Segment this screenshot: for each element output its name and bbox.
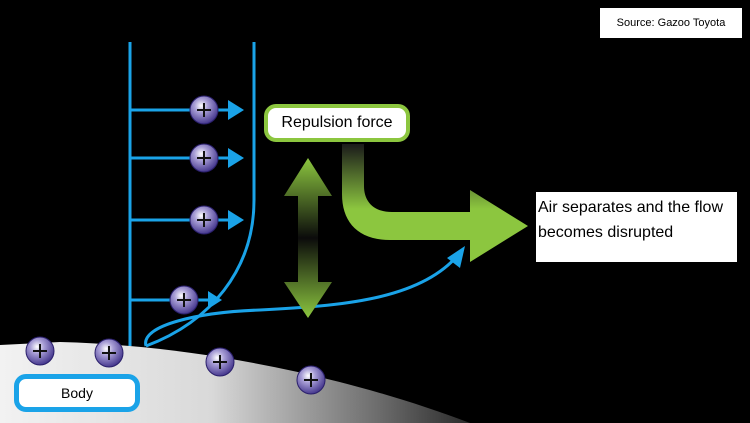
separation-arrow [342, 144, 528, 262]
body-label: Body [14, 374, 140, 412]
flow-arrowheads [208, 100, 465, 309]
velocity-arrow-3-head [228, 210, 244, 230]
velocity-arrow-4-head [208, 291, 222, 309]
velocity-profile-curve [145, 42, 256, 348]
charge-icon [189, 143, 219, 173]
charge-icon [94, 338, 124, 368]
separated-flow-curve [144, 254, 460, 347]
charge-icon [296, 365, 326, 395]
positive-charges [25, 95, 326, 395]
repulsion-force-arrow [284, 158, 332, 318]
velocity-arrow-2-head [228, 148, 244, 168]
separated-flow-head [447, 246, 465, 268]
charge-icon [189, 95, 219, 125]
charge-icon [169, 285, 199, 315]
separation-label: Air separates and the flow becomes disru… [536, 192, 737, 262]
source-label: Source: Gazoo Toyota [600, 8, 742, 38]
repulsion-force-label: Repulsion force [264, 104, 410, 142]
charge-icon [189, 205, 219, 235]
charge-icon [25, 336, 55, 366]
velocity-arrow-1-head [228, 100, 244, 120]
charge-icon [205, 347, 235, 377]
